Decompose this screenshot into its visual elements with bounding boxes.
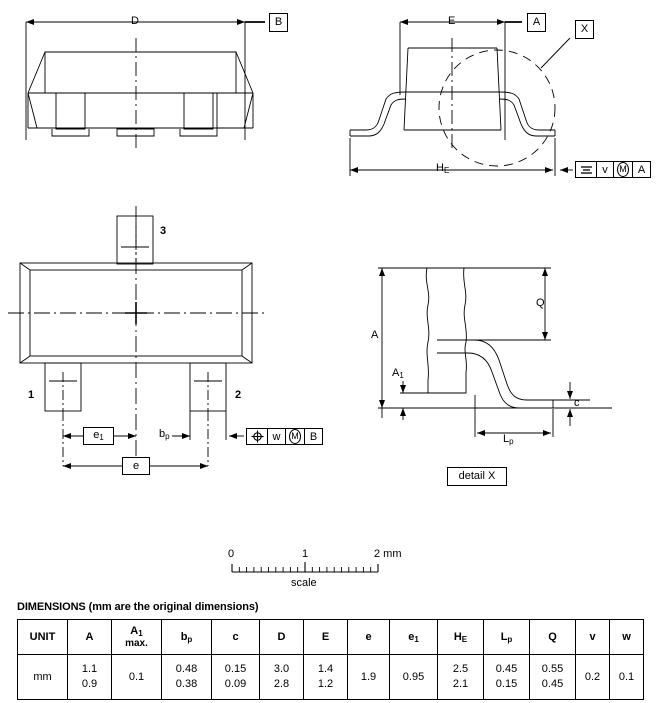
dimension-label-e: e [132, 459, 140, 472]
dimension-label-A: A [371, 329, 379, 341]
detail-x-title: detail X [458, 470, 496, 482]
pin-1-label: 1 [28, 389, 35, 401]
dimension-label-bp: bp [159, 428, 170, 441]
dimensions-title: DIMENSIONS (mm are the original dimensio… [17, 601, 259, 613]
dimension-label-HE: HE [436, 162, 450, 175]
fcf-tolerance-v: v [597, 162, 614, 177]
dimensions-header-cell: E [303, 619, 348, 655]
dimensions-cell: 0.95 [389, 654, 438, 700]
dimensions-cell: 0.1 [111, 654, 162, 700]
dimension-label-A1: A1 [392, 367, 404, 380]
dimensions-header-cell: Q [529, 619, 576, 655]
pin-2-label: 2 [235, 389, 242, 401]
symmetry-icon [576, 162, 597, 177]
position-icon [247, 429, 268, 444]
detail-callout-x-label: X [580, 23, 589, 35]
dimensions-header-cell: HE [437, 619, 484, 655]
dimension-label-E: E [448, 15, 456, 27]
feature-control-frame-position: w M B [246, 428, 323, 445]
dimensions-cell: mm [17, 654, 68, 700]
detail-x-title-box: detail X [447, 467, 507, 486]
dimensions-cell: 1.9 [347, 654, 390, 700]
dimensions-header-cell: e [347, 619, 390, 655]
mmc-m-label-2: M [289, 429, 301, 444]
fcf-tolerance-w: w [268, 429, 286, 444]
dimensions-header-cell: Lp [483, 619, 530, 655]
scale-caption: scale [291, 577, 317, 589]
feature-control-frame-symmetry: v M A [575, 161, 651, 178]
dimensions-header-cell: A [67, 619, 112, 655]
modifier-mmc-icon-2: M [286, 429, 305, 444]
dimension-e-box: e [122, 457, 150, 475]
pin-3-label: 3 [160, 225, 167, 237]
dimensions-header-cell: e1 [389, 619, 438, 655]
dimensions-header-cell: D [259, 619, 304, 655]
dimension-label-Q: Q [536, 297, 545, 309]
dimension-label-D: D [131, 15, 139, 27]
datum-b-box: B [269, 13, 288, 32]
detail-callout-x-box: X [575, 20, 594, 39]
mmc-m-label: M [617, 162, 629, 177]
datum-b-label: B [274, 16, 283, 28]
dimension-label-c: c [574, 397, 580, 409]
dimension-label-e1: e1 [93, 429, 104, 442]
scale-tick-0: 0 [228, 548, 235, 560]
datum-a-label: A [532, 16, 541, 28]
fcf-datum-b: B [309, 430, 318, 443]
fcf-datum-a: A [637, 163, 646, 176]
dimensions-cell: 0.1 [609, 654, 644, 700]
datum-a-box: A [527, 13, 546, 32]
dimensions-header-cell: v [575, 619, 610, 655]
dimensions-header-cell: w [609, 619, 644, 655]
dimensions-header-cell: UNIT [17, 619, 68, 655]
dimension-e1-box: e1 [83, 427, 114, 445]
scale-tick-2: 2 mm [374, 548, 402, 560]
dimensions-cell: 0.2 [575, 654, 610, 700]
dimensions-header-cell: c [211, 619, 260, 655]
scale-tick-1: 1 [302, 548, 309, 560]
dimensions-header-cell: bp [161, 619, 212, 655]
dimension-label-Lp: Lp [503, 433, 514, 446]
modifier-mmc-icon: M [614, 162, 633, 177]
